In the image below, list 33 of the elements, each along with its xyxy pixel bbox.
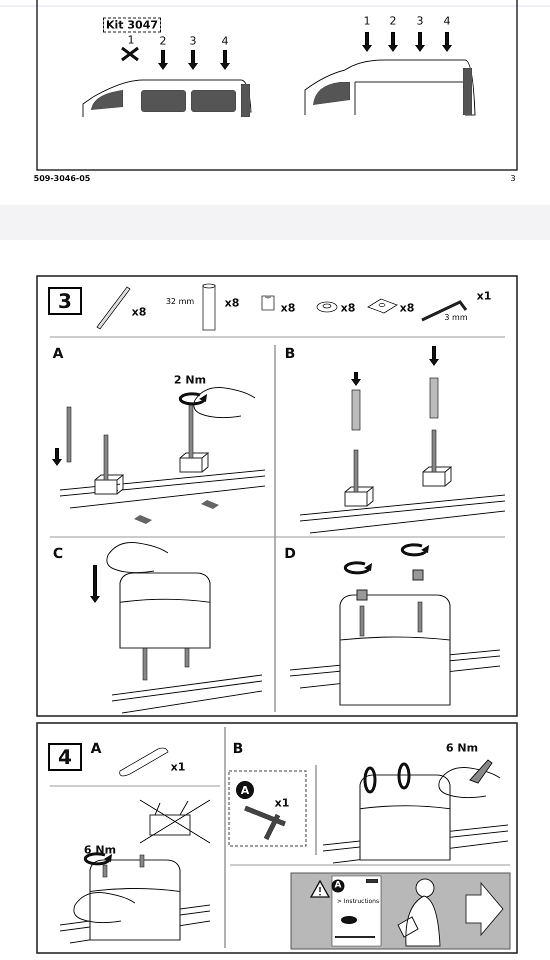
dimension-label: 32 mm	[166, 298, 194, 306]
quantity-label: x8	[400, 302, 414, 314]
quantity-label: x8	[132, 306, 146, 318]
position-number: 1	[364, 16, 370, 26]
quantity-label: x8	[340, 302, 356, 314]
kit-number: Kit 3047	[103, 18, 161, 32]
step-letter: C	[52, 547, 64, 561]
step-number: 3	[48, 287, 82, 315]
position-number: 2	[160, 36, 166, 46]
position-number: 4	[444, 16, 450, 26]
dimension-label: 3 mm	[444, 314, 468, 322]
document-number: 509-3046-05	[34, 175, 90, 183]
page-number: 3	[510, 175, 516, 183]
torque-value: 6 Nm	[446, 742, 478, 754]
step-letter: B	[232, 742, 244, 756]
step-number: 4	[48, 743, 82, 771]
position-number: 3	[190, 36, 196, 46]
quantity-label: x8	[224, 298, 240, 308]
position-number: 1	[128, 34, 134, 46]
position-number: 2	[390, 16, 396, 26]
step-letter: B	[284, 347, 296, 361]
quantity-label: x1	[476, 290, 492, 302]
step-letter: D	[284, 547, 296, 561]
quantity-label: x1	[170, 762, 186, 772]
torque-value: 2 Nm	[174, 374, 206, 386]
badge-letter: A	[236, 781, 254, 799]
quantity-label: x8	[280, 302, 296, 314]
quantity-label: x1	[274, 798, 290, 808]
step-letter: A	[90, 742, 102, 756]
torque-value: 6 Nm	[84, 844, 116, 856]
step-letter: A	[52, 347, 64, 361]
position-number: 3	[416, 16, 424, 26]
position-number: 4	[222, 36, 228, 46]
